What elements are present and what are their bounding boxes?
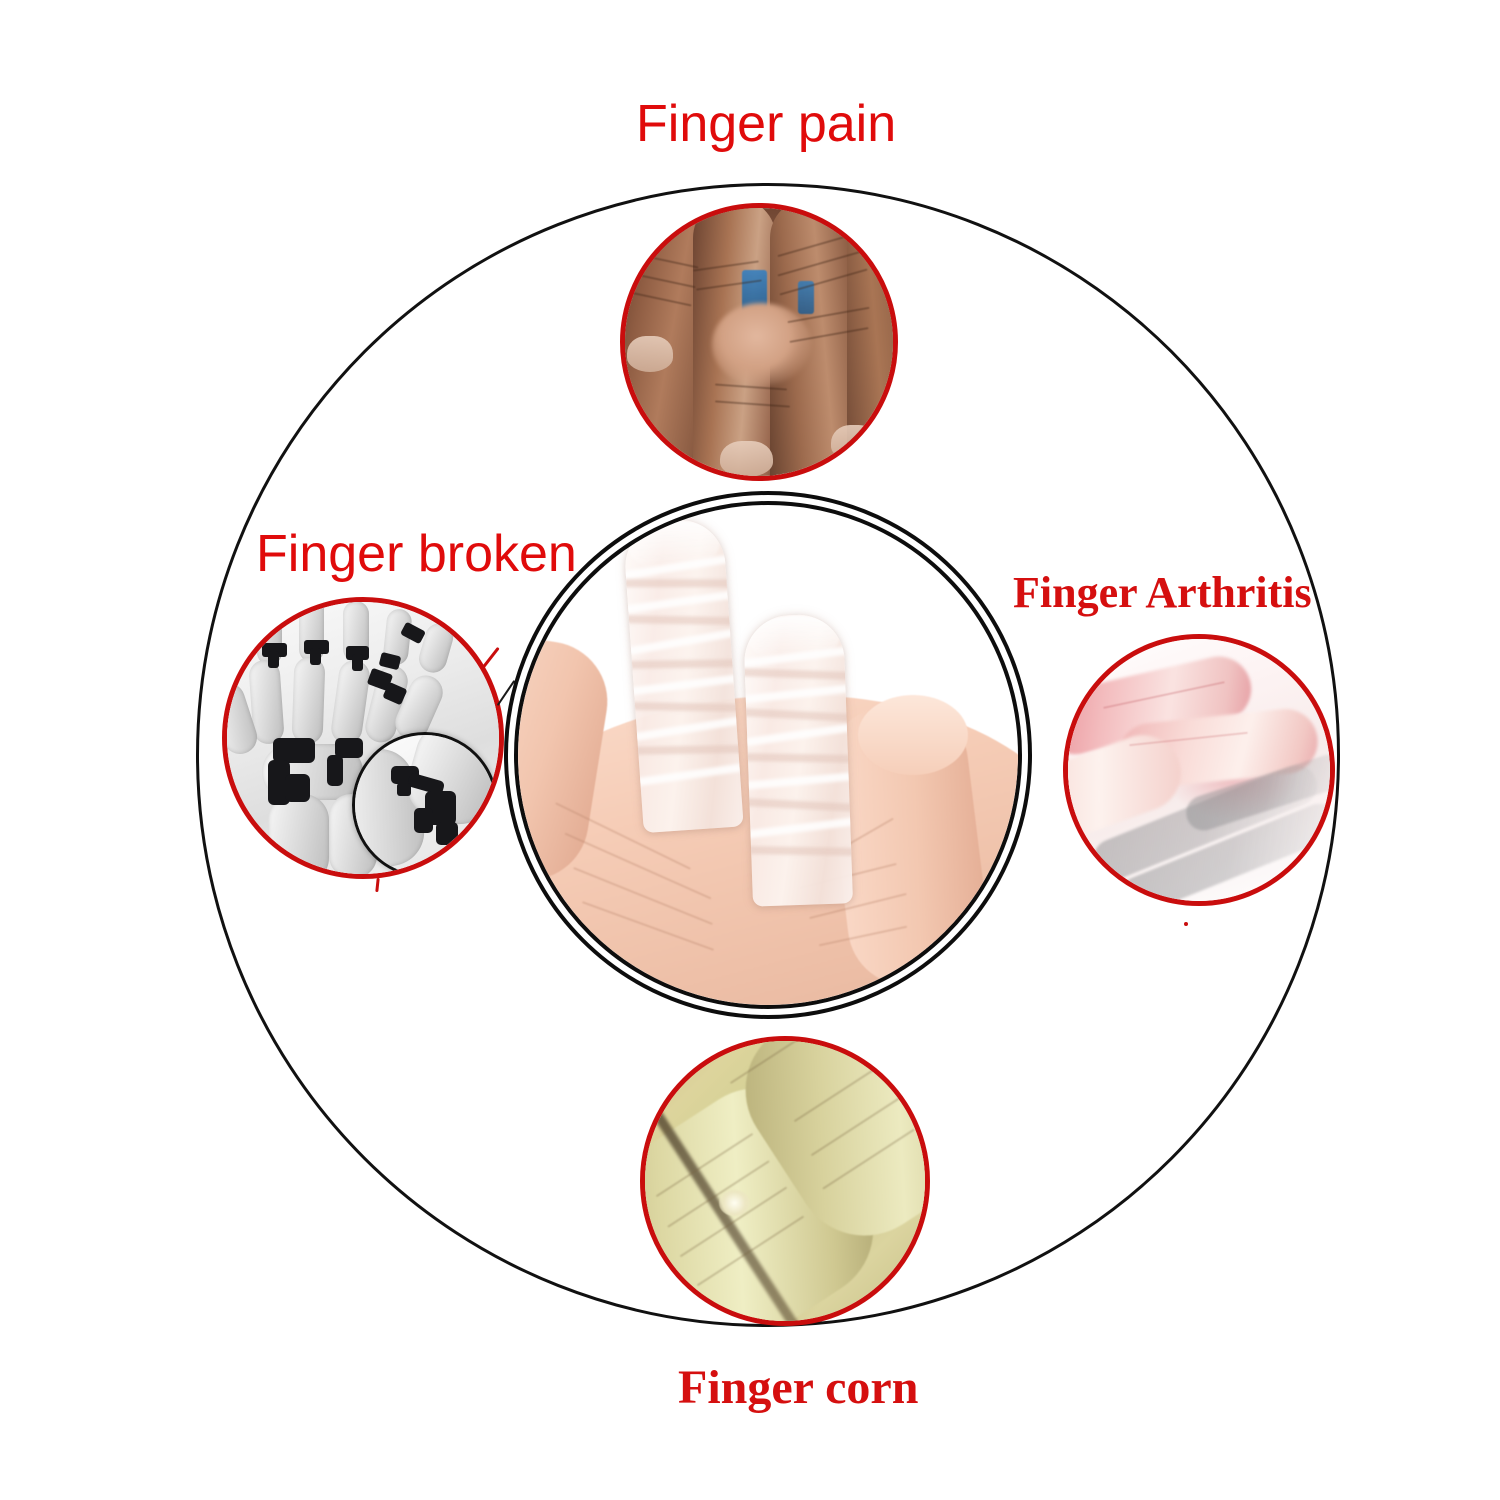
node-finger-broken[interactable] (222, 597, 504, 879)
outer-boundary-circle (196, 183, 1340, 1327)
finger-corn-photo (645, 1041, 925, 1321)
accent-dot-right-red (1184, 922, 1188, 926)
finger-arthritis-photo (1068, 639, 1330, 901)
node-finger-arthritis[interactable] (1063, 634, 1335, 906)
center-product-ring-inner[interactable] (514, 501, 1022, 1009)
finger-broken-xray-photo (227, 602, 499, 874)
silicone-finger-sleeve-1 (622, 516, 744, 834)
product-hand-photo (518, 505, 1018, 1005)
label-finger-corn: Finger corn (678, 1361, 919, 1414)
silicone-finger-sleeve-2 (742, 613, 854, 907)
label-finger-pain: Finger pain (636, 95, 897, 153)
pinky-fingertip (858, 695, 968, 775)
finger-pain-photo (625, 208, 893, 476)
label-finger-broken: Finger broken (256, 525, 577, 583)
label-finger-arthritis: Finger Arthritis (1013, 568, 1312, 617)
xray-detail-inset (351, 732, 498, 874)
center-product-ring-outer (504, 491, 1032, 1019)
node-finger-pain[interactable] (620, 203, 898, 481)
node-finger-corn[interactable] (640, 1036, 930, 1326)
